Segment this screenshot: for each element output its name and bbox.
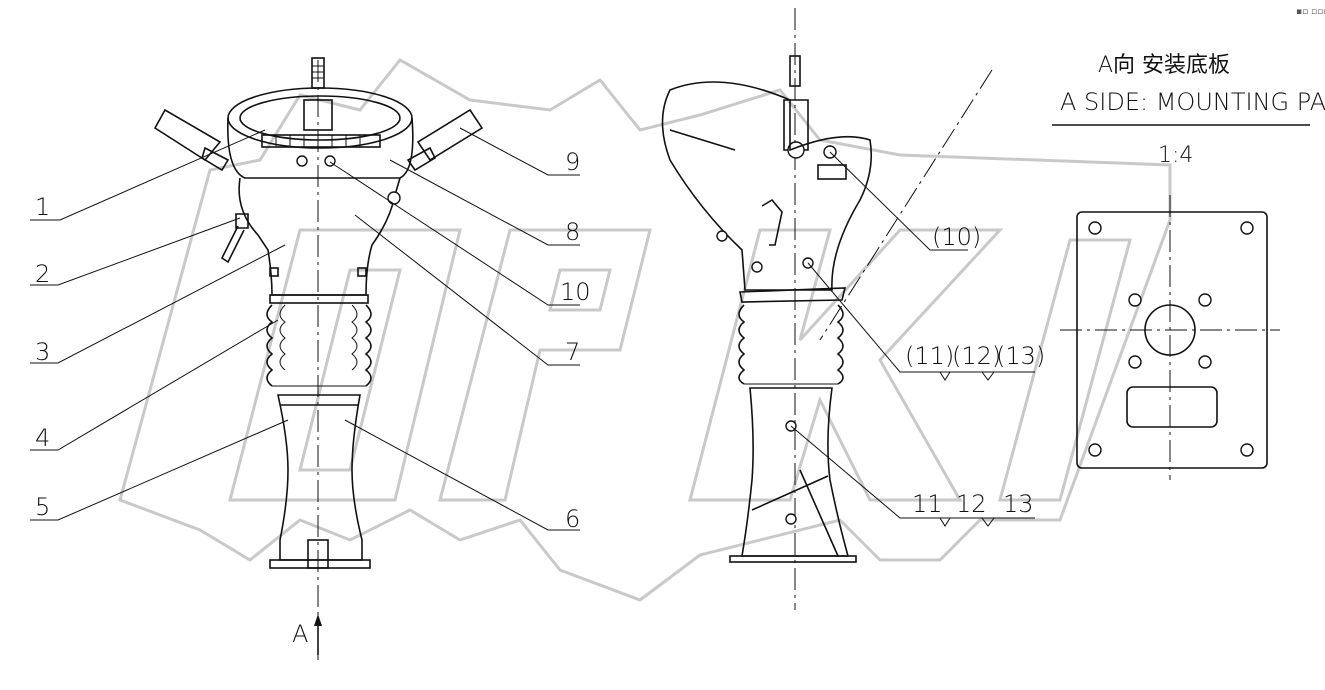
callout-11-paren: (11): [905, 342, 954, 370]
title-chinese: A向 安装底板: [1098, 53, 1230, 78]
side-base-plate: [729, 555, 857, 563]
mounting-panel: [1052, 124, 1310, 480]
side-bellows: [738, 287, 847, 385]
panel-hole-bl: [1088, 443, 1102, 457]
callout-12-paren: (12): [952, 342, 1001, 370]
callout-7: 7: [565, 338, 580, 366]
front-view: [153, 57, 484, 660]
watermark-letter-p: [438, 228, 652, 502]
panel-hole-br: [1240, 443, 1254, 457]
left-grip-handle: [153, 108, 230, 172]
mounting-panel-outline: [1076, 211, 1268, 469]
callout-13: 13: [1003, 490, 1034, 518]
front-lower-shaft: [277, 394, 363, 561]
watermark-letter-k: [688, 228, 1004, 502]
callout-5: 5: [35, 493, 50, 521]
front-upper-housing: [238, 177, 401, 296]
callout-labels: 1 2 3 4 5 6 7 8 9 10 (10) (11) (12) (13)…: [35, 148, 1045, 648]
front-base-fitting: [307, 539, 329, 569]
front-side-lever: [220, 213, 249, 264]
callout-3: 3: [35, 338, 50, 366]
view-arrow-label: A: [292, 620, 308, 648]
callout-8: 8: [565, 218, 580, 246]
side-handle-profile: [661, 81, 873, 291]
panel-hole-tl: [1088, 221, 1102, 235]
side-top-nozzle: [789, 55, 801, 87]
watermark-letter-i: [998, 238, 1132, 502]
callout-9: 9: [565, 148, 580, 176]
right-grip-handle: [406, 108, 484, 172]
panel-scale: 1:4: [1158, 143, 1193, 168]
side-lever: [761, 198, 783, 246]
panel-hole-tr: [1240, 221, 1254, 235]
leader-lines: [30, 127, 1035, 531]
title-english: A SIDE: MOUNTING PANEL: [1060, 88, 1325, 116]
callout-4: 4: [35, 424, 50, 452]
front-indicator-strip: [261, 134, 381, 148]
watermark-gear-outline: [118, 58, 1172, 602]
callout-10: 10: [560, 278, 591, 306]
callout-11: 11: [912, 490, 943, 518]
callout-10-paren: (10): [932, 223, 981, 251]
watermark-letter-o: [228, 228, 462, 502]
callout-1: 1: [35, 193, 50, 221]
side-view: [661, 8, 993, 610]
panel-center-opening: [1144, 304, 1196, 356]
callout-6: 6: [565, 505, 580, 533]
callout-12: 12: [956, 490, 987, 518]
watermark: [118, 58, 1172, 602]
front-pivot: [387, 191, 401, 205]
corner-mark: ▪▫ ▫▫▫: [1296, 7, 1325, 17]
front-base-plate: [269, 559, 371, 569]
front-valve-body: [303, 99, 333, 131]
front-handle-ring: [227, 87, 413, 149]
front-bolt-1: [296, 155, 308, 167]
callout-13-paren: (13): [996, 342, 1045, 370]
panel-slot: [1126, 386, 1218, 428]
callout-2: 2: [35, 260, 50, 288]
side-inclined-axis: [819, 69, 993, 341]
front-bellows: [266, 294, 372, 387]
